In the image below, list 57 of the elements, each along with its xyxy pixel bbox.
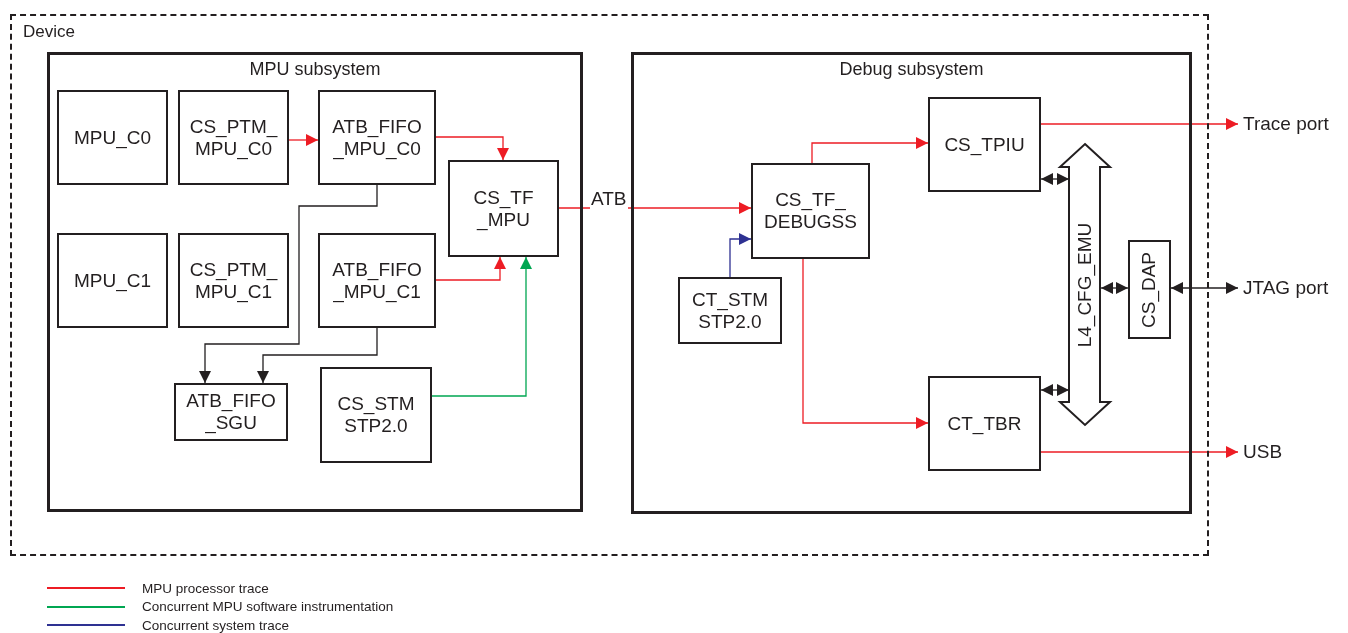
- block-box: [57, 233, 168, 328]
- block-label: ATB_FIFO _MPU_C0: [331, 115, 423, 160]
- connector-arrow: [811, 137, 929, 164]
- connector-arrow: [199, 184, 378, 384]
- block-box: [174, 383, 288, 441]
- block-box: [318, 233, 436, 328]
- group-heading: Device: [23, 22, 75, 42]
- bus-label: L4_CFG_EMU: [1074, 222, 1096, 347]
- connector-arrow: [1040, 384, 1070, 396]
- connector-arrow: [288, 134, 319, 146]
- block-label: CS_TF _MPU: [472, 186, 535, 231]
- connector-arrow: [1170, 282, 1239, 294]
- block-box: [751, 163, 870, 259]
- connector-arrow: [1040, 173, 1070, 185]
- legend-text: MPU processor trace: [142, 580, 269, 596]
- interconnect-bus: [1060, 144, 1110, 425]
- block-box: [448, 160, 559, 257]
- block-box: [318, 90, 436, 185]
- connector-arrow: [1100, 282, 1129, 294]
- legend-text: Concurrent MPU software instrumentation: [142, 599, 394, 615]
- block-box: [178, 90, 289, 185]
- block-label: ATB_FIFO _MPU_C1: [331, 258, 423, 303]
- connector-arrow: [1040, 118, 1239, 130]
- port-label: USB: [1243, 441, 1283, 463]
- block-label: MPU_C0: [72, 126, 153, 149]
- connector-arrow: [257, 327, 378, 384]
- port-label: Trace port: [1243, 113, 1329, 135]
- block-box: [678, 277, 782, 344]
- block-label: CS_PTM_ MPU_C0: [188, 115, 279, 160]
- block-label: CS_TPIU: [943, 133, 1026, 156]
- block-label: CS_PTM_ MPU_C1: [188, 258, 279, 303]
- legend-text: Concurrent system trace: [142, 617, 290, 633]
- block-box: [57, 90, 168, 185]
- block-label: CS_TF_ DEBUGSS: [763, 189, 858, 233]
- group-heading: Debug subsystem: [839, 59, 984, 80]
- block-box: [928, 97, 1041, 192]
- device-boundary: [10, 14, 1209, 556]
- block-label: CT_TBR: [946, 412, 1023, 435]
- connector-arrow: [729, 233, 752, 278]
- connector-arrow: [1040, 446, 1239, 458]
- connector-arrow: [435, 256, 506, 281]
- block-label: ATB_FIFO _SGU: [185, 390, 277, 434]
- group-heading: MPU subsystem: [249, 59, 381, 80]
- block-box: [320, 367, 432, 463]
- subsystem-box: [47, 52, 583, 512]
- connector-arrow: [802, 258, 929, 429]
- block-label: CS_STM STP2.0: [336, 393, 416, 437]
- port-label: JTAG port: [1243, 277, 1329, 299]
- connector-arrow: [431, 256, 532, 397]
- connector-arrow: [435, 136, 509, 161]
- block-box: [178, 233, 289, 328]
- subsystem-box: [631, 52, 1192, 514]
- block-box: [928, 376, 1041, 471]
- block-label: CT_STM STP2.0: [691, 288, 769, 333]
- block-label: CS_DAP: [1138, 251, 1161, 328]
- block-box: [1128, 240, 1171, 339]
- block-label: MPU_C1: [72, 269, 153, 292]
